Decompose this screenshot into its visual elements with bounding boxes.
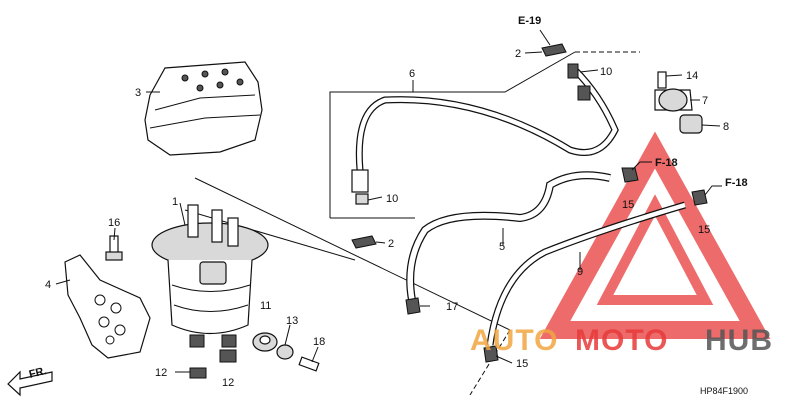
ref-f18-b: F-18 xyxy=(725,177,748,189)
watermark-hub: HUB xyxy=(705,324,773,357)
callout-labels: 1 2 2 3 4 5 6 7 8 9 10 10 11 12 12 13 14… xyxy=(45,48,729,389)
bracket-part xyxy=(64,254,151,359)
callout-12-left: 12 xyxy=(155,367,167,379)
leader-lines xyxy=(55,29,722,373)
callout-5: 5 xyxy=(499,241,505,253)
hose-6-part xyxy=(351,67,619,205)
watermark-auto: AUTO xyxy=(470,324,558,357)
callout-15-b: 15 xyxy=(698,224,710,236)
callout-15-c: 15 xyxy=(516,358,528,370)
damper-parts xyxy=(654,71,703,134)
watermark-moto: MOTO xyxy=(575,324,668,357)
callout-11: 11 xyxy=(260,300,271,312)
watermark-logo xyxy=(539,131,771,339)
callout-10-top: 10 xyxy=(600,66,612,78)
reference-codes: E-19 F-18 F-18 xyxy=(518,15,748,189)
callout-6: 6 xyxy=(409,68,415,80)
hose-5-part xyxy=(406,171,611,301)
callout-13: 13 xyxy=(286,315,298,327)
callout-2-top: 2 xyxy=(515,48,521,60)
callout-14: 14 xyxy=(686,70,698,82)
callout-4: 4 xyxy=(45,279,51,291)
front-direction-arrow: FR. xyxy=(7,365,53,397)
fuel-pump-part xyxy=(151,204,269,348)
ref-f18-a: F-18 xyxy=(655,157,678,169)
drawing-code: HP84F1900 xyxy=(700,386,748,396)
callout-3: 3 xyxy=(135,87,141,99)
callout-16: 16 xyxy=(108,217,120,229)
small-parts xyxy=(189,332,320,379)
callout-8: 8 xyxy=(723,121,729,133)
callout-1: 1 xyxy=(172,196,178,208)
hose-9-part xyxy=(486,201,686,346)
callout-10-bottom: 10 xyxy=(386,193,398,205)
callout-12-right: 12 xyxy=(222,377,234,389)
callout-2-mid: 2 xyxy=(388,238,394,250)
callout-9: 9 xyxy=(577,266,583,278)
callout-18: 18 xyxy=(313,336,325,348)
watermark-text: AUTO MOTO HUB xyxy=(470,324,773,357)
callout-7: 7 xyxy=(702,95,708,107)
top-cover-part xyxy=(144,61,263,156)
front-arrow-label: FR. xyxy=(28,365,48,381)
clips xyxy=(351,43,708,363)
callout-17: 17 xyxy=(446,301,458,313)
callout-15-a: 15 xyxy=(622,199,634,211)
ref-e19: E-19 xyxy=(518,15,541,27)
